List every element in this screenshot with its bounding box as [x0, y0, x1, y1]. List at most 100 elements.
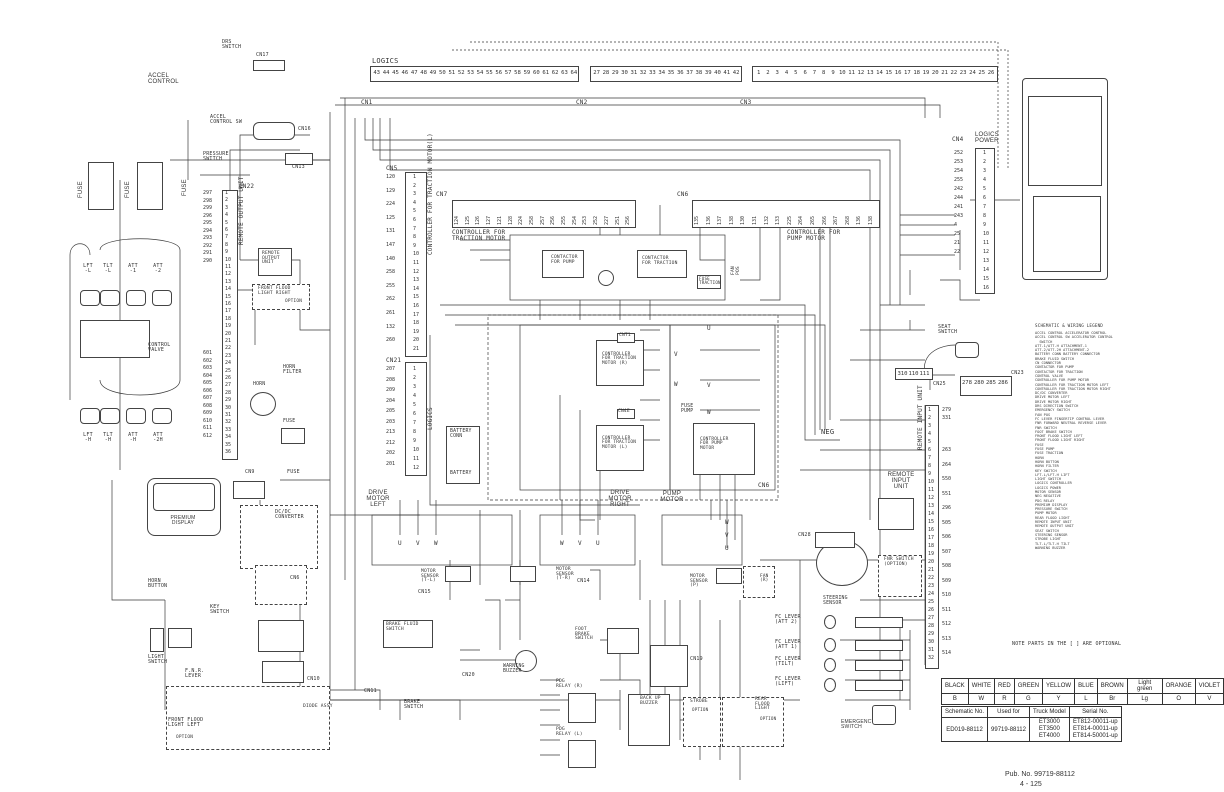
fc-lever-knob: [824, 638, 836, 652]
fan-r-label: FAN (R): [760, 574, 769, 584]
pin-number: 11: [413, 260, 420, 266]
pin-number: 28: [928, 623, 935, 629]
wire-number: 294: [203, 227, 213, 234]
th-used-for: Used for: [987, 706, 1030, 718]
pin-number: 28: [602, 70, 610, 76]
wire-number: 255: [386, 282, 396, 289]
wire-number: 299: [203, 205, 213, 211]
wire-number: 512: [942, 621, 952, 627]
controller-traction-l-label: CONTROLLER FOR TRACTION MOTOR (L): [602, 436, 637, 450]
terminal-letter: W: [674, 381, 678, 388]
wire-number: 22: [954, 249, 961, 255]
pin-label: 128: [507, 215, 514, 225]
pin-number: 50: [439, 70, 446, 76]
fc-lever-connector: [855, 617, 903, 628]
lft-h-label: LFT -H: [83, 432, 93, 443]
pin-number: 32: [225, 419, 232, 426]
pin-number: 11: [983, 240, 990, 246]
fnr-switch-label: FNR SWITCH (OPTION): [884, 557, 914, 567]
pin-label: 254: [571, 215, 578, 225]
pin-number: 60: [532, 70, 540, 76]
wire-number: 125: [386, 214, 396, 221]
pin-number: 21: [413, 346, 420, 352]
drs-switch-label: DRS SWITCH: [222, 39, 242, 50]
solenoid-coil: [126, 408, 146, 424]
pub-no: Pub. No. 99719-88112: [1005, 771, 1075, 778]
cn16-label: CN16: [298, 126, 311, 132]
pin-number: 44: [382, 70, 390, 76]
logics-power-label: LOGICS POWER: [975, 132, 999, 144]
pin-label: 251: [614, 215, 621, 225]
wire-number: 132: [386, 323, 396, 330]
cn6-bottom-label: CN6: [758, 482, 770, 489]
cn5-connector: [405, 172, 427, 357]
wire-number: 611: [203, 425, 213, 431]
cn10-label: CN10: [307, 676, 320, 682]
pin-number: 24: [225, 360, 232, 367]
pin-number: 3: [225, 204, 229, 211]
contactor-traction: [637, 250, 687, 278]
cn23-connector: [960, 376, 1012, 396]
battery-conn-label: BATTERY CONN: [450, 429, 472, 439]
warning-buzzer: [515, 650, 537, 672]
pin-number: 4: [413, 393, 417, 399]
wire-number: 605: [203, 380, 213, 386]
fc-lever-connector: [855, 640, 903, 651]
wire-number: 331: [942, 415, 952, 421]
logic-connector-harness: [452, 41, 1009, 170]
pin-number: 16: [928, 527, 935, 533]
fc-lever-knob: [824, 658, 836, 672]
fc-lever-att1-label: FC LEVER (ATT 1): [775, 639, 801, 650]
wire-number: 263: [942, 447, 952, 453]
wire-number: 610: [203, 417, 213, 424]
pin-number: 61: [542, 70, 550, 76]
pin-number: 1: [413, 174, 417, 180]
premium-display-label: PREMIUM DISPLAY: [170, 515, 196, 526]
pin-number: 19: [922, 70, 930, 76]
pin-label: 126: [475, 215, 482, 225]
cn22-connector: [222, 190, 238, 460]
used-for-value: 99719-88112: [987, 717, 1030, 742]
pin-number: 35: [667, 70, 675, 76]
pin-number: 49: [429, 70, 437, 76]
cnt2-tag: [617, 409, 635, 419]
seat-switch-label: SEAT SWITCH: [938, 324, 958, 335]
logics-connector-a: [370, 66, 579, 82]
pin-number: 4: [225, 212, 229, 219]
pin-number: 15: [225, 293, 232, 300]
pdg-relay-r: [568, 693, 596, 723]
strobe-label: STROBE: [690, 699, 708, 704]
cn26-connector: [925, 405, 939, 669]
wire-number: 603: [203, 365, 213, 371]
wire-number: 291: [203, 250, 213, 256]
controller-traction-side-label: CONTROLLER FOR TRACTION MOTOR(L): [427, 133, 434, 255]
cn6-label: CN6: [677, 191, 689, 198]
pin-number: 31: [928, 647, 935, 653]
pin-number: 23: [225, 352, 232, 359]
cn15-label: CN15: [418, 589, 431, 595]
pin-number: 2: [928, 415, 932, 421]
remote-input-unit: [878, 498, 914, 530]
foot-brake-switch-label: FOOT BRAKE SWITCH: [575, 627, 593, 642]
pin-number: 40: [714, 70, 721, 76]
pin-number: 7: [928, 455, 932, 461]
wire-number: 204: [386, 397, 396, 404]
logics-controller-lower: [1033, 196, 1101, 272]
pin-number: 8: [822, 70, 826, 76]
neg-label: NEG: [821, 428, 835, 436]
pin-number: 52: [457, 70, 465, 76]
pin-number: 2: [766, 70, 770, 76]
wire-number: 506: [942, 534, 952, 540]
pin-number: 111: [919, 371, 930, 377]
pin-number: 15: [983, 276, 990, 282]
strobe: [683, 697, 721, 747]
wire-number: 509: [942, 577, 952, 584]
wire-number: 131: [386, 228, 396, 235]
cn8-label: CN9: [245, 469, 255, 475]
controller-panel-wiring: [429, 205, 840, 540]
pin-number: 17: [225, 308, 232, 315]
pin-number: 31: [630, 70, 638, 76]
rear-flood-light-label: REAR FLOOD LIGHT: [755, 697, 770, 712]
